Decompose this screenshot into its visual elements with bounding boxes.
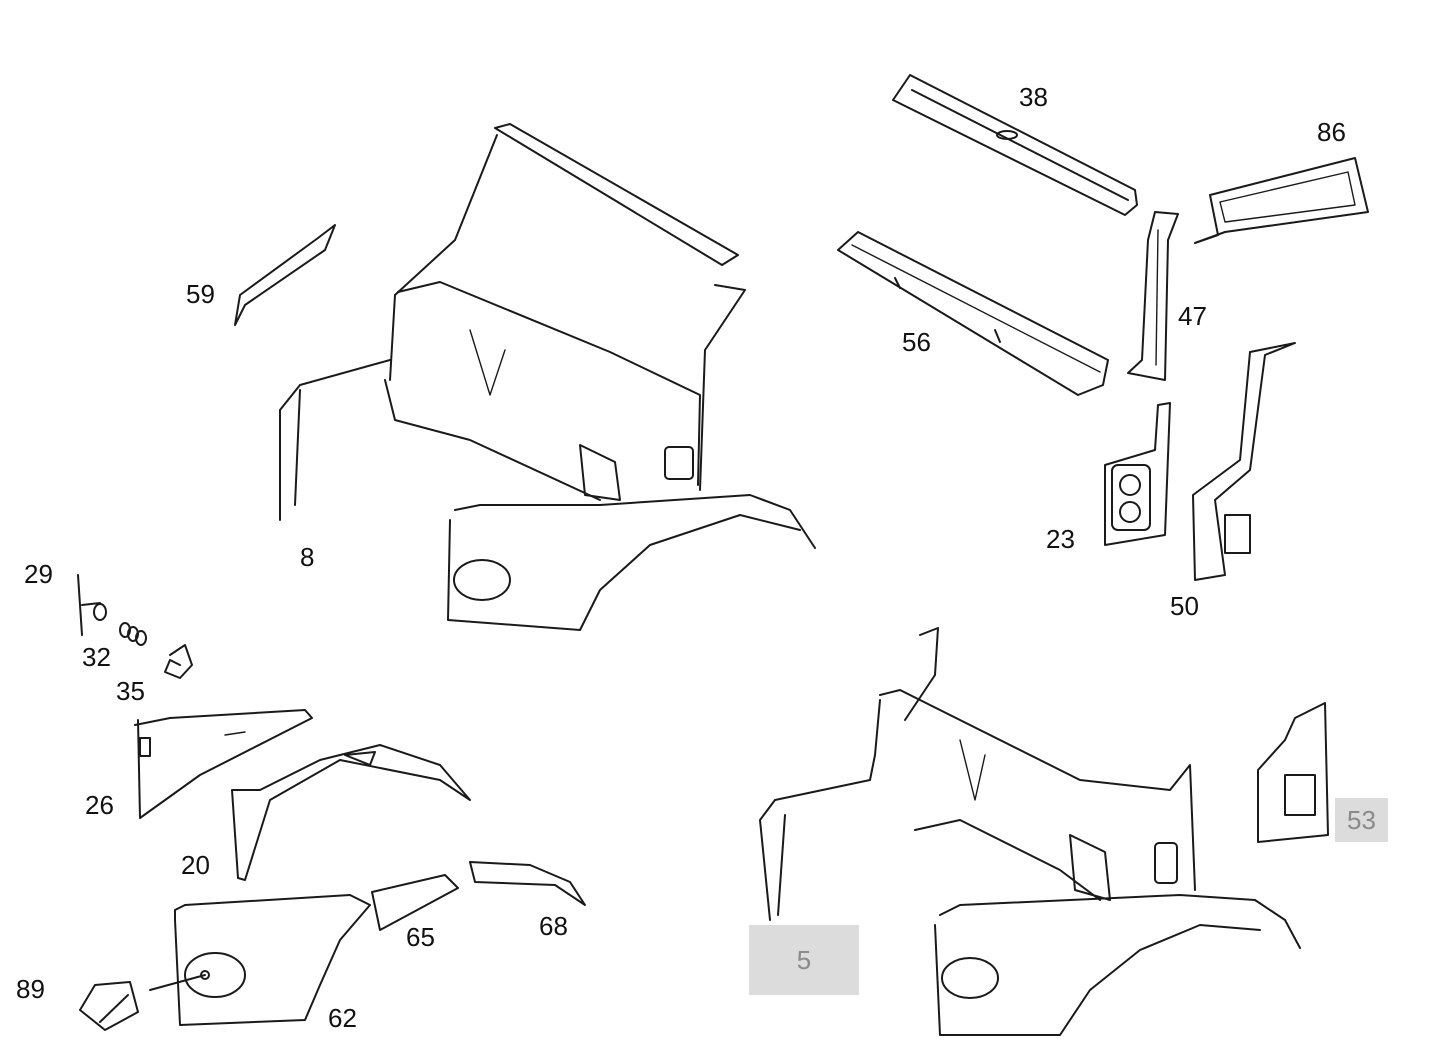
part-62-fender[interactable] bbox=[149, 894, 371, 1026]
callout-8[interactable]: 8 bbox=[300, 542, 315, 572]
part-50-pillar-lower[interactable] bbox=[1192, 342, 1296, 581]
callout-23[interactable]: 23 bbox=[1046, 524, 1075, 554]
part-5-front-assembly-lower[interactable] bbox=[759, 627, 1301, 1036]
callout-65[interactable]: 65 bbox=[406, 922, 435, 952]
part-23-hinge-bracket[interactable] bbox=[1104, 402, 1171, 546]
callout-20[interactable]: 20 bbox=[181, 850, 210, 880]
callout-38[interactable]: 38 bbox=[1019, 82, 1048, 112]
callout-29[interactable]: 29 bbox=[24, 559, 53, 589]
part-35-clip[interactable] bbox=[164, 644, 193, 679]
callout-68[interactable]: 68 bbox=[539, 911, 568, 941]
part-29-stud[interactable] bbox=[77, 574, 107, 636]
callout-56[interactable]: 56 bbox=[902, 327, 931, 357]
callout-89[interactable]: 89 bbox=[16, 974, 45, 1004]
callout-50[interactable]: 50 bbox=[1170, 591, 1199, 621]
callout-35[interactable]: 35 bbox=[116, 676, 145, 706]
callout-62[interactable]: 62 bbox=[328, 1003, 357, 1033]
part-68-arch-extension[interactable] bbox=[469, 861, 586, 906]
part-86-trim-panel[interactable] bbox=[1194, 157, 1369, 244]
callout-47[interactable]: 47 bbox=[1178, 301, 1207, 331]
part-65-arch-trim[interactable] bbox=[371, 874, 459, 931]
callout-32[interactable]: 32 bbox=[82, 642, 111, 672]
callout-26[interactable]: 26 bbox=[85, 790, 114, 820]
part-89-lamp-cover[interactable] bbox=[79, 981, 139, 1031]
part-32-spring[interactable] bbox=[119, 622, 147, 646]
part-20-inner-wheelhouse[interactable] bbox=[231, 744, 471, 881]
callout-86[interactable]: 86 bbox=[1317, 117, 1346, 147]
part-59-bracket[interactable] bbox=[234, 224, 336, 326]
part-53-pillar-panel[interactable] bbox=[1257, 702, 1329, 843]
callout-59[interactable]: 59 bbox=[186, 279, 215, 309]
callout-5[interactable]: 5 bbox=[749, 925, 859, 995]
callout-53[interactable]: 53 bbox=[1335, 798, 1388, 842]
part-8-front-assembly[interactable] bbox=[279, 123, 816, 631]
part-26-wheelhouse-panel[interactable] bbox=[134, 709, 313, 819]
part-47-a-pillar[interactable] bbox=[1127, 211, 1179, 381]
part-38-cowl-crossmember[interactable] bbox=[892, 74, 1138, 216]
part-56-windshield-channel[interactable] bbox=[837, 231, 1109, 396]
